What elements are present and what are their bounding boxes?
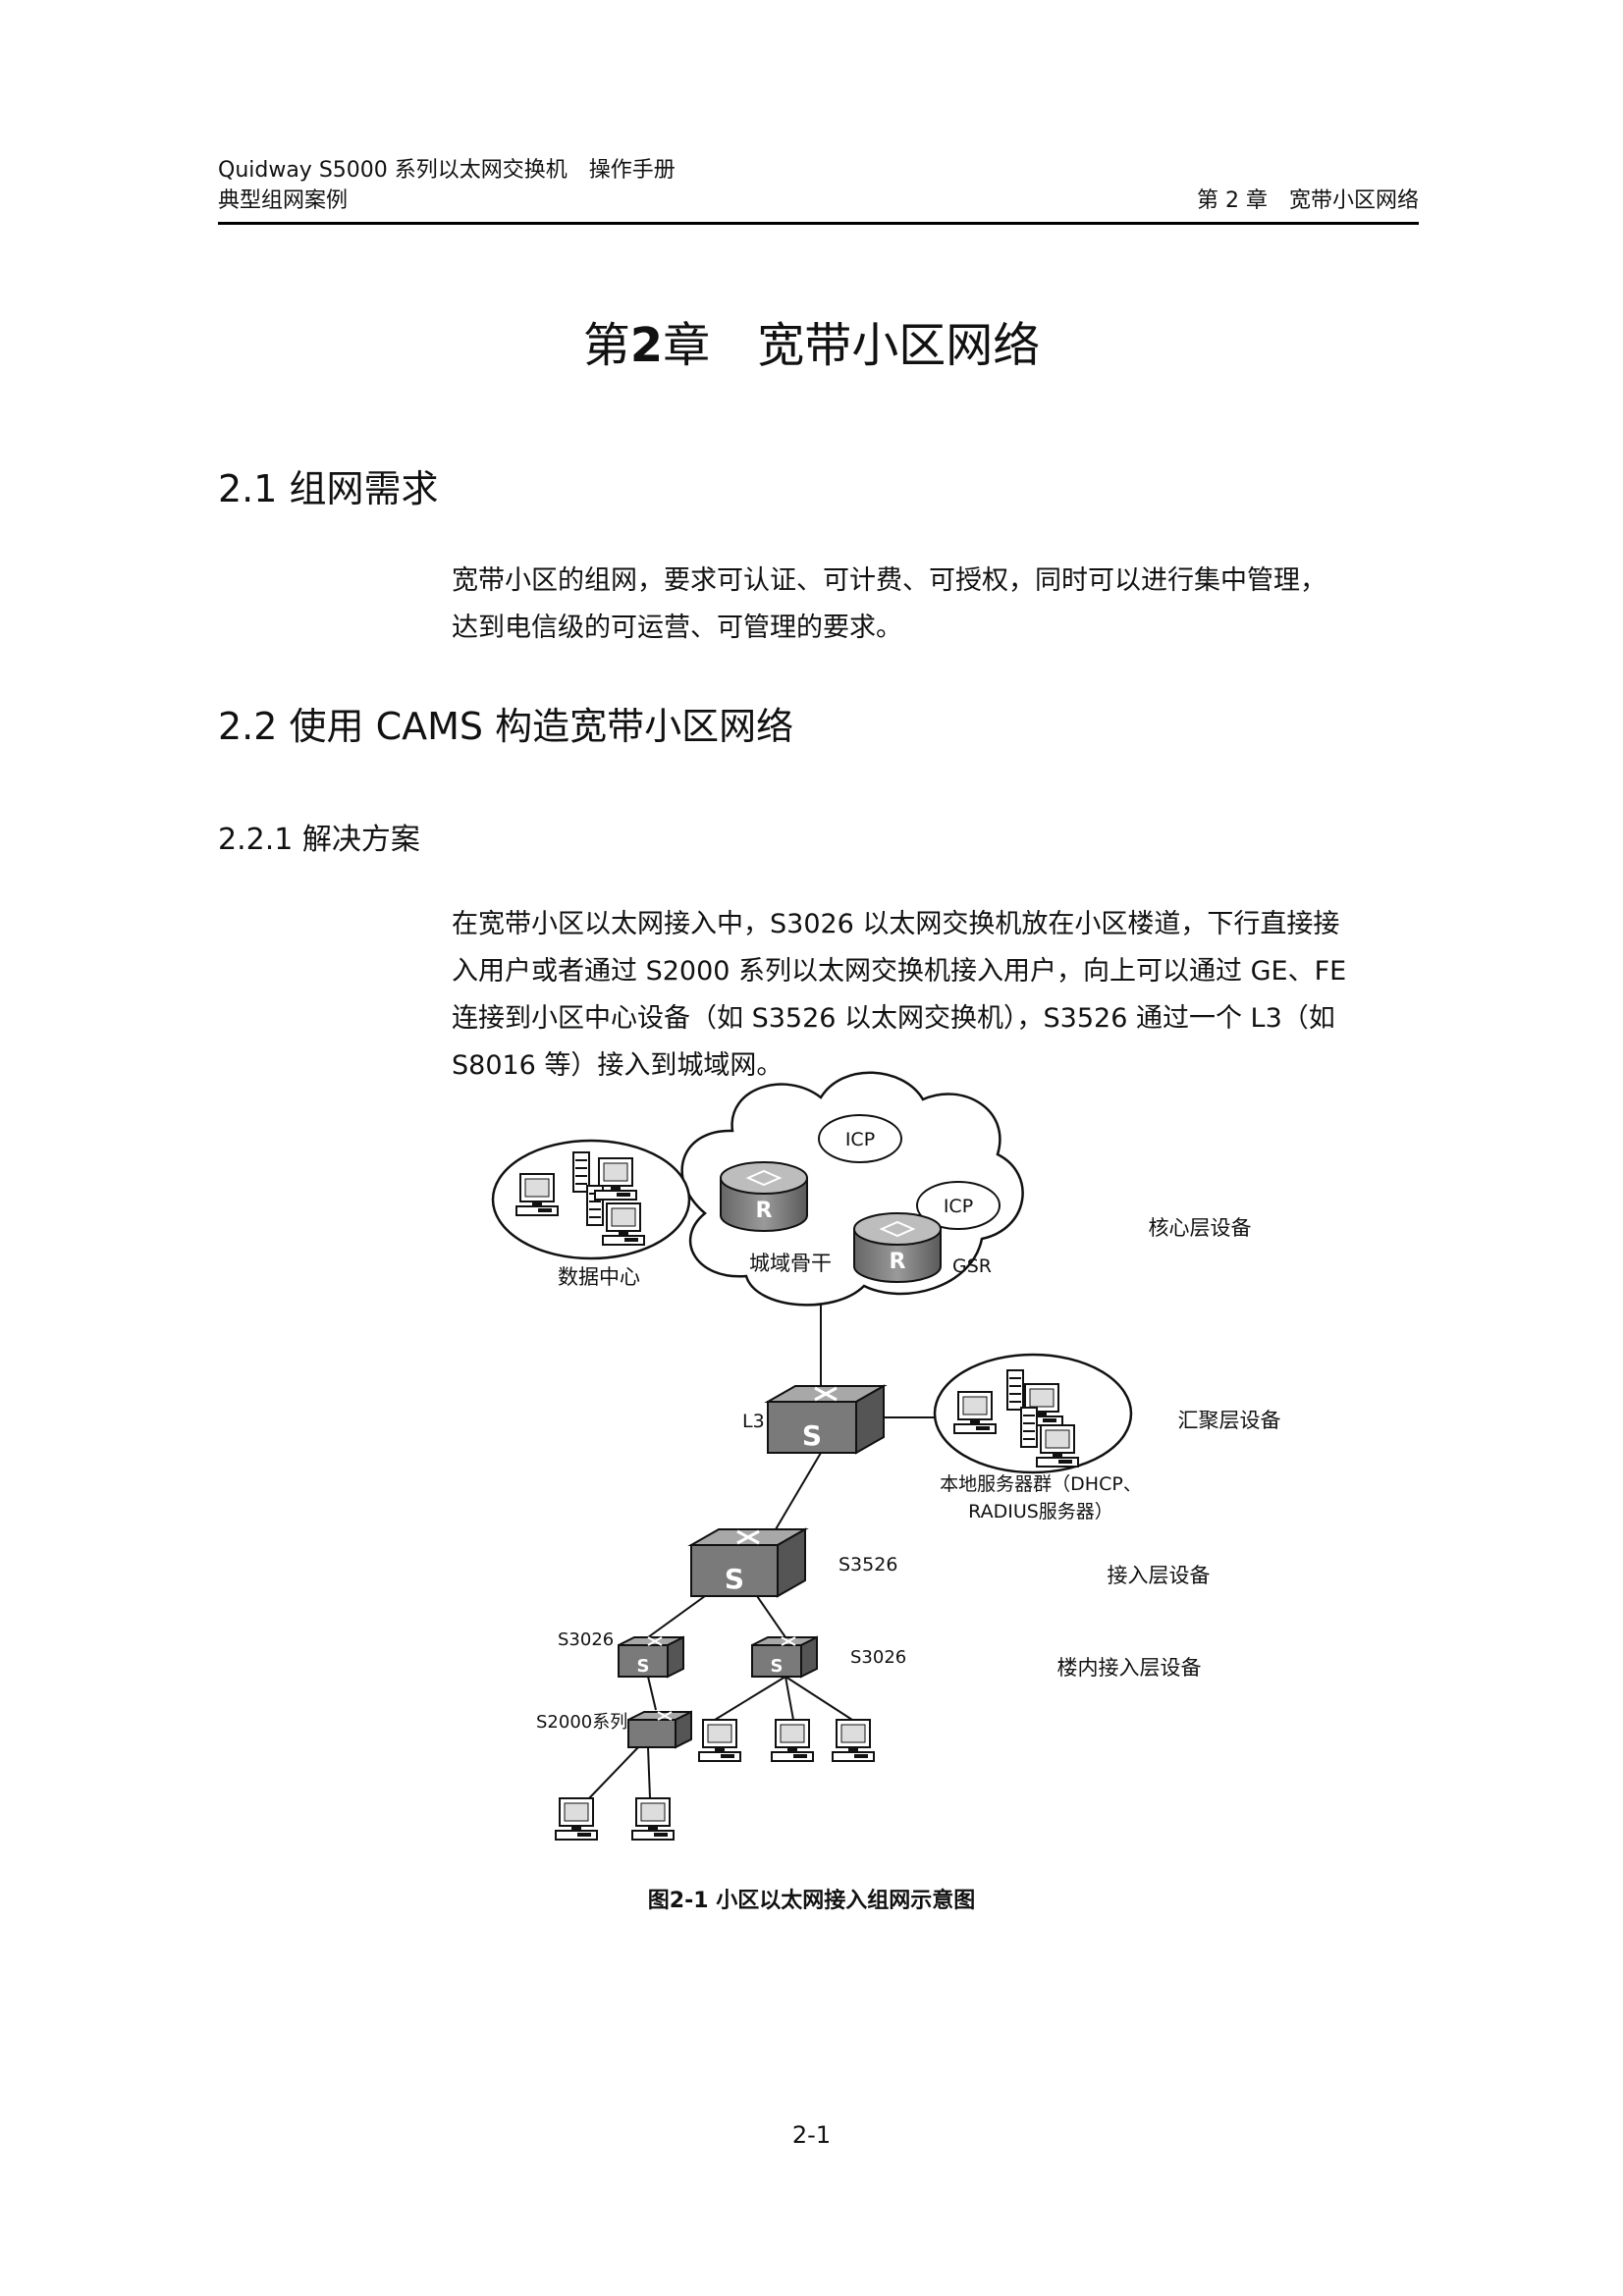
s2000-label: S2000系列 [536,1712,627,1733]
data-center-cluster [491,1139,691,1260]
svg-text:R: R [756,1199,773,1223]
s2000-switch-icon [627,1710,692,1749]
icp-label: ICP [944,1196,973,1217]
header-manual-title: Quidway S5000 系列以太网交换机 操作手册 [218,158,676,183]
s3026-switch-icon: S [618,1635,684,1679]
s3526-switch-icon: S [687,1527,809,1598]
user-pc-icon [631,1797,675,1841]
building-access-layer-label: 楼内接入层设备 [1057,1656,1202,1680]
router-icon: R [853,1212,942,1283]
user-pc-icon [555,1797,598,1841]
body-line: 连接到小区中心设备（如 S3526 以太网交换机），S3526 通过一个 L3（… [452,1003,1335,1034]
l3-label: L3 [742,1411,765,1432]
s3026-switch-icon: S [751,1635,818,1679]
core-layer-label: 核心层设备 [1149,1216,1252,1240]
user-pc-icon [832,1719,875,1762]
l3-switch-icon: S [764,1384,888,1455]
s3526-label: S3526 [839,1554,897,1575]
user-pc-icon [698,1719,741,1762]
figure-caption: 图2-1 小区以太网接入组网示意图 [647,1889,976,1913]
page-number: 2-1 [791,2121,832,2149]
chapter-title-number: 2 [629,318,664,373]
svg-text:S: S [637,1656,650,1677]
header-section-name: 典型组网案例 [218,188,349,213]
header-chapter-label: 第 2 章 宽带小区网络 [1197,188,1419,213]
local-servers-label: 本地服务器群（DHCP、 [940,1473,1142,1495]
section-2-2-heading: 2.2 使用 CAMS 构造宽带小区网络 [218,705,794,748]
s3026-left-label: S3026 [558,1629,614,1650]
body-line: 达到电信级的可运营、可管理的要求。 [452,613,902,643]
header-rule [218,222,1419,225]
icp-node: ICP [818,1114,902,1163]
body-line: S8016 等）接入到城域网。 [452,1050,784,1081]
chapter-title: 第2章 宽带小区网络 [0,316,1623,375]
body-line: 在宽带小区以太网接入中，S3026 以太网交换机放在小区楼道，下行直接接 [452,909,1340,939]
icp-label: ICP [845,1129,875,1150]
router-icon: R [720,1161,808,1232]
svg-text:S: S [802,1419,822,1452]
body-line: 宽带小区的组网，要求可认证、可计费、可授权，同时可以进行集中管理， [452,565,1326,596]
data-center-label: 数据中心 [558,1265,640,1289]
s3026-right-label: S3026 [850,1647,906,1668]
section-2-1-body: 宽带小区的组网，要求可认证、可计费、可授权，同时可以进行集中管理， 达到电信级的… [452,558,1424,652]
local-server-cluster [933,1353,1133,1474]
gsr-label: GSR [952,1255,992,1277]
chapter-title-suffix: 章 宽带小区网络 [663,318,1041,373]
svg-text:S: S [771,1656,784,1677]
section-2-1-heading: 2.1 组网需求 [218,467,439,510]
section-2-2-1-body: 在宽带小区以太网接入中，S3026 以太网交换机放在小区楼道，下行直接接 入用户… [452,901,1424,1090]
icp-node: ICP [916,1181,1001,1230]
local-servers-label: RADIUS服务器） [968,1501,1113,1522]
aggregation-layer-label: 汇聚层设备 [1178,1409,1281,1432]
access-layer-label: 接入层设备 [1108,1564,1211,1587]
body-line: 入用户或者通过 S2000 系列以太网交换机接入用户，向上可以通过 GE、FE [452,956,1347,987]
metro-backbone-label: 城域骨干 [749,1252,832,1275]
svg-text:S: S [725,1563,744,1595]
section-2-2-1-heading: 2.2.1 解决方案 [218,823,420,857]
svg-text:R: R [890,1250,906,1274]
chapter-title-prefix: 第 [582,318,630,373]
user-pc-icon [771,1719,814,1762]
